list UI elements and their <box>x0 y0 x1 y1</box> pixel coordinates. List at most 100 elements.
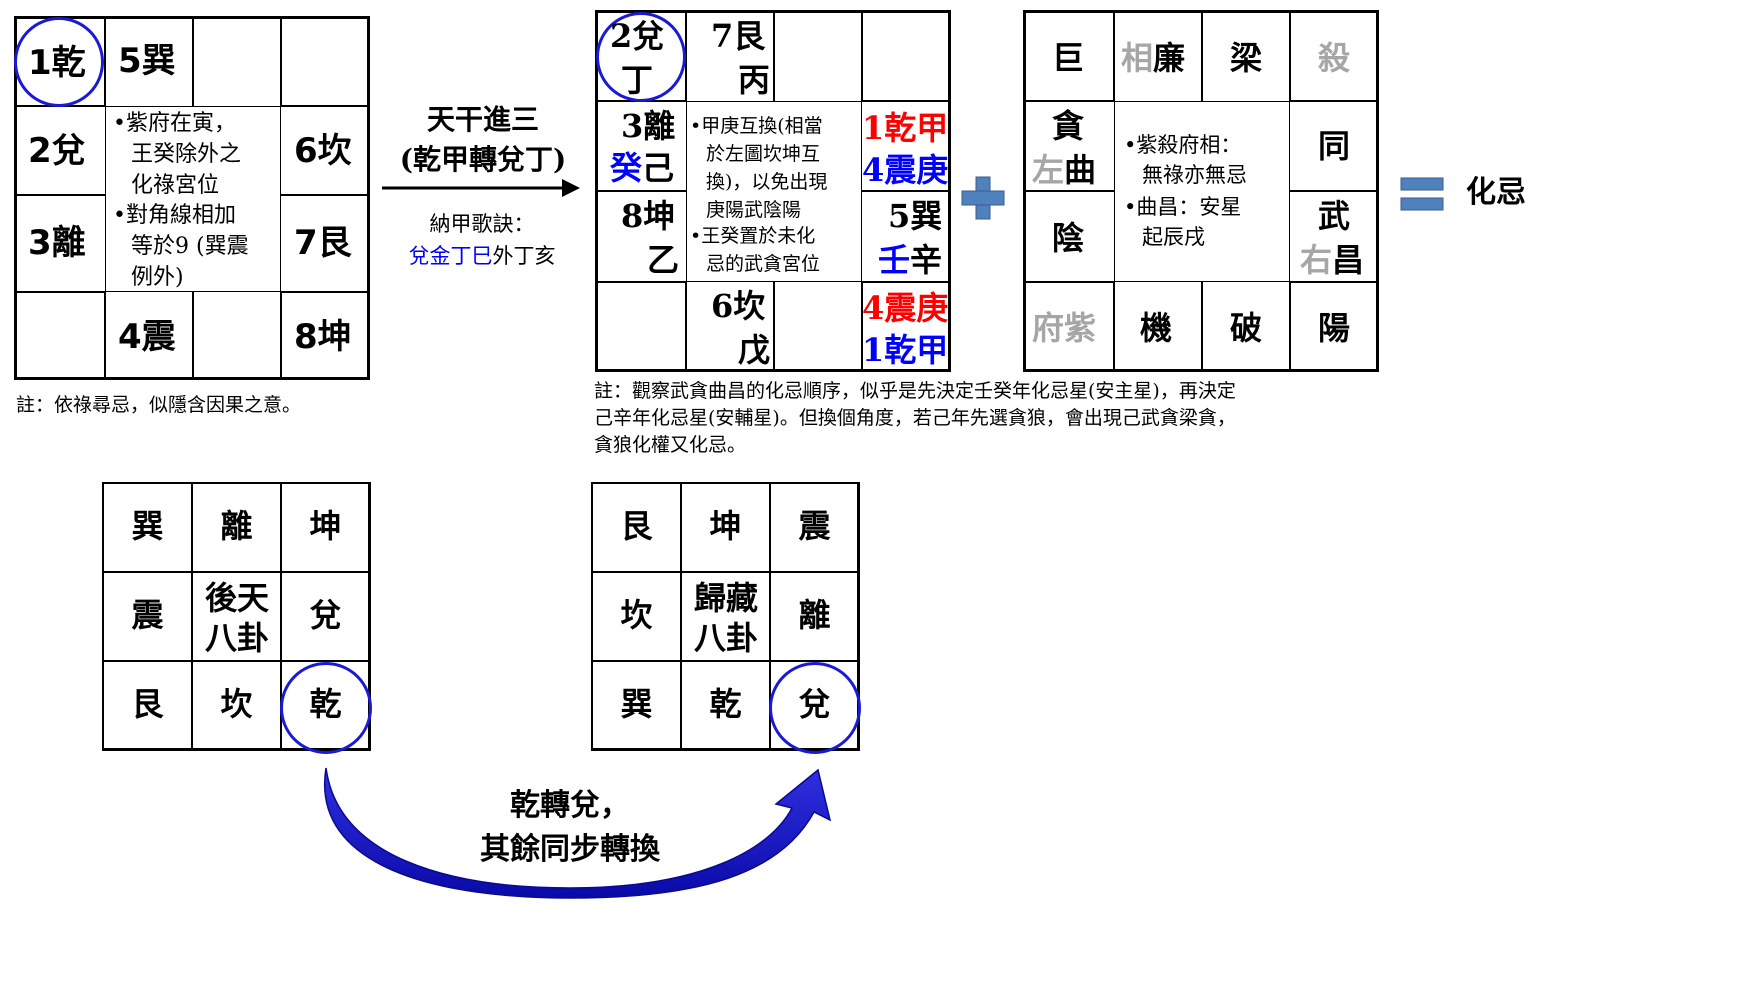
g4-trigram-label: 艮 <box>131 685 164 723</box>
g4-trigram-label: 巽 <box>131 507 164 545</box>
plus-icon <box>961 176 1005 220</box>
g4-trigram-label: 坤 <box>309 507 342 545</box>
g1-note: 註：依祿尋忌，似隱含因果之意。 <box>16 394 302 416</box>
g2-label-wu: 戊 <box>738 331 771 369</box>
g1-label-zhen: 4震 <box>118 317 176 357</box>
g1-cell-r3c1 <box>16 194 106 293</box>
g3-star-fu-zi: 府紫 <box>1032 309 1097 347</box>
g2-bullet-2: •王癸置於未化 忌的武貪宮位 <box>690 225 821 275</box>
g1-label-kan: 6坎 <box>294 131 352 171</box>
g1-cell-r3c4 <box>280 194 368 293</box>
g2-label-ding: 丁 <box>621 61 654 99</box>
g4-cell-3-1 <box>102 660 193 751</box>
g3-bullet-1: •紫殺府相： 無祿亦無忌 <box>1124 133 1247 187</box>
g1-label-qian: 1乾 <box>28 43 86 83</box>
g1-cell-r4c4 <box>280 291 368 378</box>
g3-star-you-chang: 右昌 <box>1300 241 1365 279</box>
arrow1-right-arrow <box>382 179 580 197</box>
g5-cell-2-1 <box>591 571 682 662</box>
g1-label-li: 3離 <box>28 223 86 263</box>
g2-label-li: 3離 <box>621 107 676 145</box>
g1-bullet-2: •對角線相加 等於9 (巽震 例外) <box>113 203 249 290</box>
g2-note: 註：觀察武貪曲昌的化忌順序，似乎是先決定壬癸年化忌星(安主星)，再決定 己辛年化… <box>594 380 1236 456</box>
g2-bullet-1: •甲庚互換(相當 於左圖坎坤互 換)，以免出現 庚陽武陰陽 <box>690 115 828 221</box>
g1-label-kun: 8坤 <box>294 317 352 357</box>
g5-trigram-label: 乾 <box>709 685 742 723</box>
g4-cell-1-1 <box>102 482 193 573</box>
g4-center-label: 後天 八卦 <box>204 579 269 657</box>
g2-label-dui: 2兌 <box>610 17 665 55</box>
g5-trigram-label: 坤 <box>709 507 742 545</box>
g3-star-tong: 同 <box>1318 127 1351 165</box>
g3-star-xiang-lian: 相廉 <box>1121 39 1186 77</box>
g5-cell-3-1 <box>591 660 682 751</box>
equals-icon <box>1400 177 1444 211</box>
g3-star-sha: 殺 <box>1318 39 1351 77</box>
g2-label-yi: 乙 <box>647 241 680 279</box>
g3-bullet-2: •曲昌：安星 起辰戌 <box>1124 195 1242 249</box>
grid-early-heaven-4x4 <box>14 16 370 380</box>
g2-highlight-circle <box>596 12 686 102</box>
curved-arrow <box>323 767 832 899</box>
g3-star-wu: 武 <box>1318 197 1351 235</box>
g2-label-kan: 6坎 <box>711 287 766 325</box>
g2-label-gui-ji: 癸己 <box>610 149 675 187</box>
g3-star-yin: 陰 <box>1052 219 1085 257</box>
g3-star-yang: 陽 <box>1318 309 1351 347</box>
g4-cell-1-2 <box>191 482 282 573</box>
g5-cell-1-3 <box>769 482 860 573</box>
g1-label-xun: 5巽 <box>118 41 176 81</box>
g2-label-zhen-geng-blue: 4震庚 <box>862 151 949 189</box>
g1-cell-r1c3 <box>192 18 282 107</box>
g3-star-ji: 機 <box>1140 309 1173 347</box>
g5-cell-2-3 <box>769 571 860 662</box>
grid-later-heaven-3x3 <box>102 482 370 750</box>
g2-label-gen: 7艮 <box>711 17 766 55</box>
g4-trigram-label: 坎 <box>220 685 253 723</box>
grid-stars-4x4 <box>1023 10 1379 372</box>
g3-star-ju: 巨 <box>1052 39 1085 77</box>
g1-cell-r1c2 <box>104 18 194 107</box>
g2-label-kun: 8坤 <box>621 197 676 235</box>
g4-cell-1-3 <box>280 482 371 573</box>
g5-trigram-label: 離 <box>798 596 831 634</box>
g3-star-zuo-qu: 左曲 <box>1032 151 1097 189</box>
g1-label-dui: 2兌 <box>28 131 86 171</box>
g5-trigram-label: 震 <box>798 507 831 545</box>
grid-guicang-3x3 <box>591 482 859 750</box>
arrow1-rhyme: 納甲歌訣： 兌金丁巳外丁亥 <box>408 212 556 268</box>
g1-cell-r4c2 <box>104 291 194 378</box>
g5-trigram-label: 巽 <box>620 685 653 723</box>
g1-cell-r4c1 <box>16 291 106 378</box>
g3-star-liang: 梁 <box>1230 39 1263 77</box>
g2-label-qian-jia-blue: 1乾甲 <box>862 331 949 369</box>
g2-label-ren-xin: 壬辛 <box>878 241 943 279</box>
g3-star-tan: 貪 <box>1052 107 1085 145</box>
g1-bullet-1: •紫府在寅， 王癸除外之 化祿宮位 <box>113 111 242 198</box>
g5-cell-2-2 <box>680 571 771 662</box>
g4-cell-2-3 <box>280 571 371 662</box>
g4-trigram-label: 兌 <box>309 596 342 634</box>
g2-label-qian-jia-red: 1乾甲 <box>862 109 949 147</box>
g5-trigram-label: 艮 <box>620 507 653 545</box>
g5-highlight-circle <box>769 662 861 754</box>
g3-star-po: 破 <box>1230 309 1263 347</box>
g5-center-label: 歸藏 八卦 <box>693 579 758 657</box>
g4-cell-2-2 <box>191 571 282 662</box>
g5-trigram-label: 坎 <box>620 596 653 634</box>
g4-highlight-circle <box>280 662 372 754</box>
result-label: 化忌 <box>1466 175 1526 210</box>
curve-label: 乾轉兌， 其餘同步轉換 <box>480 788 660 867</box>
g1-cell-r1c4 <box>280 18 368 107</box>
g1-label-gen: 7艮 <box>294 223 352 263</box>
g1-cell-r4c3 <box>192 291 282 378</box>
g2-label-zhen-geng-red: 4震庚 <box>862 289 949 327</box>
g4-cell-2-1 <box>102 571 193 662</box>
g5-cell-1-1 <box>591 482 682 573</box>
g2-label-xun: 5巽 <box>888 197 943 235</box>
g5-cell-1-2 <box>680 482 771 573</box>
g2-label-bing: 丙 <box>738 61 771 99</box>
g4-trigram-label: 離 <box>220 507 253 545</box>
g4-trigram-label: 震 <box>131 596 164 634</box>
g1-cell-r2c4 <box>280 105 368 196</box>
